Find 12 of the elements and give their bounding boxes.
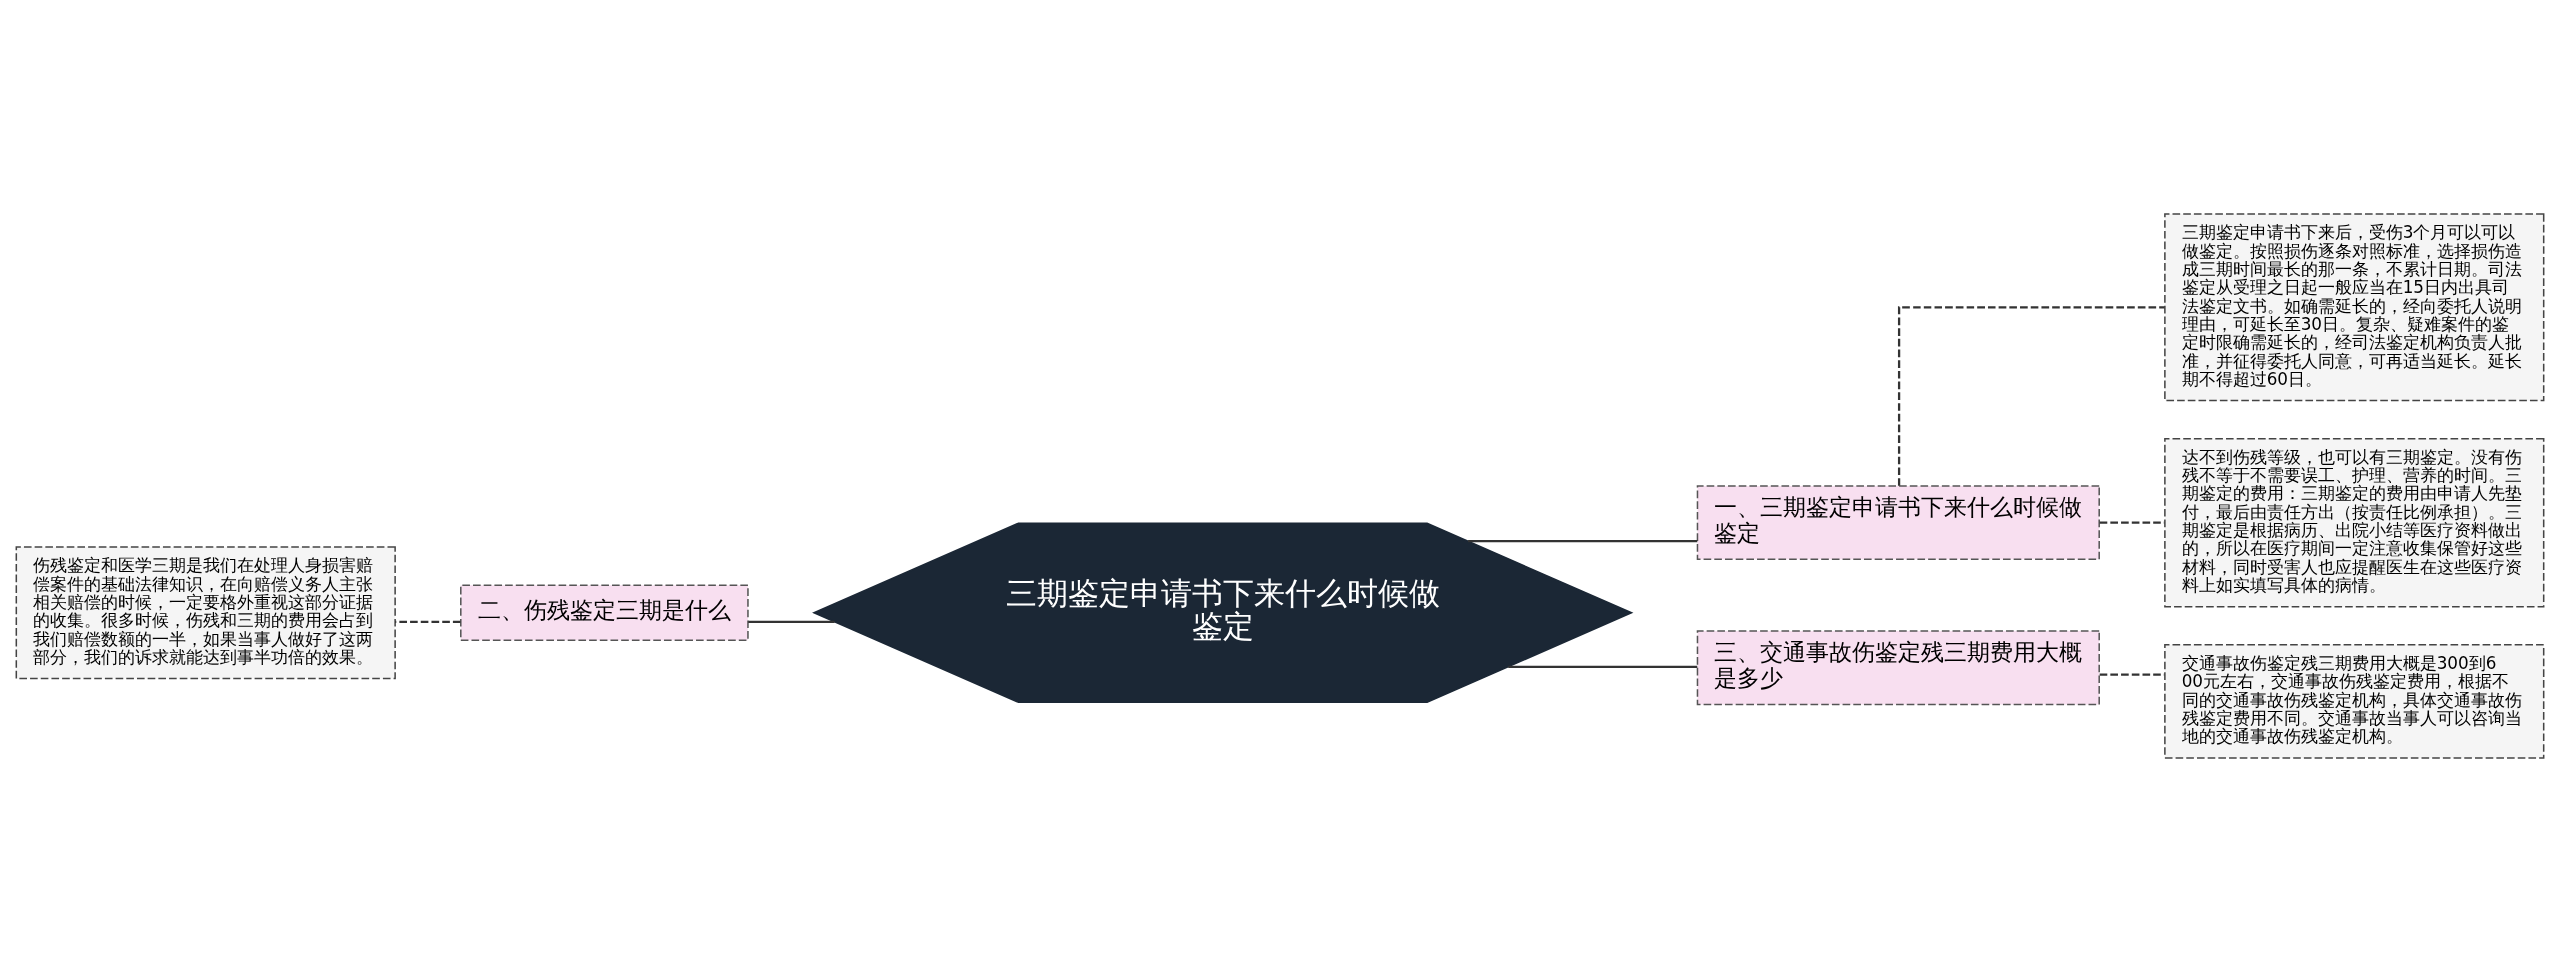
connector: [1468, 539, 1698, 542]
node-box: 三、交通事故伤鉴定残三期费用大概是多少: [1696, 629, 2100, 705]
node-box: 二、伤残鉴定三期是什么: [460, 584, 749, 641]
node-box: 一、三期鉴定申请书下来什么时候做鉴定: [1696, 484, 2100, 560]
connector: [748, 620, 835, 623]
connector: [395, 620, 461, 623]
node-box: 达不到伤残等级，也可以有三期鉴定。没有伤残不等于不需要误工、护理、营养的时间。三期鉴定的费用：三期鉴定的费用由申请人先垫付，最后由责任方出（按责任比例承担）。三期鉴定是根据病历、出院小结等医疗资料做出的，所以在医疗期间一定注意收集保管好这些材料，同时受害人也应提醒医生在这些医疗资料上如实填写具体的病情。: [2164, 437, 2545, 607]
connector: [1897, 305, 2165, 486]
connector: [1508, 665, 1698, 668]
node-box: 三期鉴定申请书下来后，受伤3个月可以可以做鉴定。按照损伤逐条对照标准，选择损伤造成三期时间最长的那一条，不累计日期。司法鉴定从受理之日起一般应当在15日内出具司法鉴定文书。如确需延长的，经向委托人说明理由，可延长至30日。复杂、疑难案件的鉴定时限确需延长的，经司法鉴定机构负责人批准，并征得委托人同意，可再适当延长。延长期不得超过60日。: [2164, 212, 2545, 401]
node-box: 伤残鉴定和医学三期是我们在处理人身损害赔偿案件的基础法律知识，在向赔偿义务人主张相关赔偿的时候，一定要格外重视这部分证据的收集。很多时候，伤残和三期的费用会占到我们赔偿数额的一半，如果当事人做好了这两部分，我们的诉求就能达到事半功倍的效果。: [15, 545, 396, 679]
node-box: 交通事故伤鉴定残三期费用大概是300到600元左右，交通事故伤残鉴定费用，根据不同的交通事故伤残鉴定机构，具体交通事故伤残鉴定费用不同。交通事故当事人可以咨询当地的交通事故伤残鉴定机构。: [2164, 643, 2545, 759]
